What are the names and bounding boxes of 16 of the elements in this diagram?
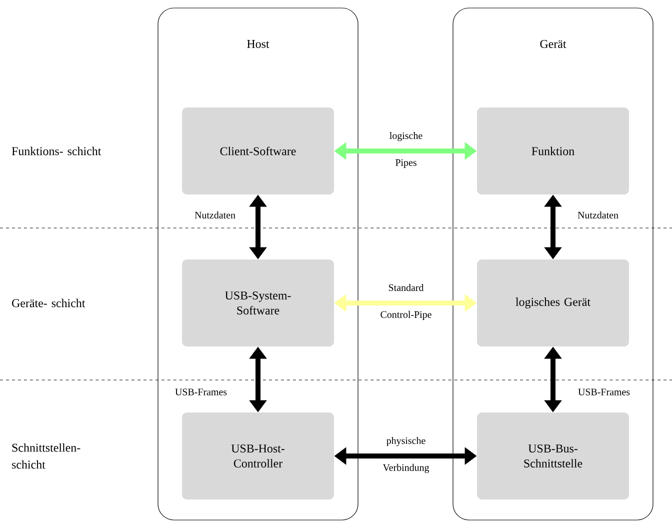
edge-label: logische Pipes [390, 132, 422, 168]
edge-label: USB-Frames [578, 388, 630, 396]
process-box: logisches Gerät [477, 260, 629, 346]
row-label: Geräte- schicht [12, 298, 86, 308]
row-label: Funktions- schicht [12, 146, 102, 156]
process-box: USB-System- Software [182, 260, 334, 346]
row-label: Schnittstellen- schicht [12, 443, 80, 469]
edge-label: Nutzdaten [578, 211, 618, 218]
process-box: Client-Software [182, 108, 334, 194]
process-box: USB-Host- Controller [182, 412, 334, 500]
edge-label: physische Verbindung [382, 437, 430, 473]
edge-label: Standard Control-Pipe [380, 284, 432, 320]
edge-label: Nutzdaten [194, 211, 236, 218]
process-box: USB-Bus- Schnittstelle [477, 412, 629, 500]
edge-label: USB-Frames [175, 388, 227, 396]
process-box: Funktion [477, 108, 629, 194]
